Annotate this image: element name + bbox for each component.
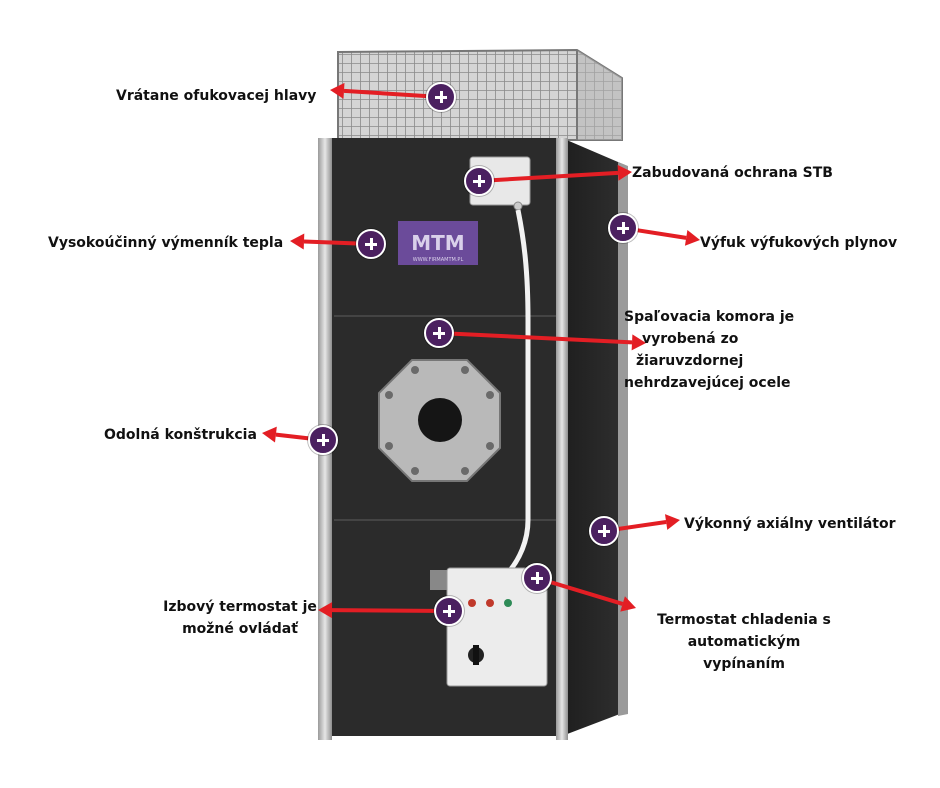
hotspot-stb[interactable] — [464, 166, 494, 196]
arrow-head — [343, 88, 442, 99]
blower-head-grille — [337, 48, 623, 141]
arrowhead-cooling — [620, 596, 636, 612]
hotspot-frame[interactable] — [308, 425, 338, 455]
label-exhaust: Výfuk výfukových plynov — [700, 235, 898, 251]
hotspot-blower-head[interactable] — [426, 82, 456, 112]
hotspot-exhaust[interactable] — [608, 213, 638, 243]
cable-conduit — [504, 209, 531, 577]
arrowhead-fan — [664, 514, 680, 530]
arrow-room — [331, 608, 450, 613]
hotspot-room-thermostat[interactable] — [434, 596, 464, 626]
label-cooling: Termostat chladenia s automatickým vypín… — [657, 612, 831, 672]
hotspot-fan[interactable] — [589, 516, 619, 546]
hotspot-exchanger[interactable] — [356, 229, 386, 259]
burner-flange — [378, 359, 501, 482]
logo-text: MTM — [411, 231, 464, 255]
arrow-stb — [478, 170, 619, 183]
arrowhead-exchanger — [290, 233, 305, 250]
label-room: Izbový termostat je možné ovládať — [163, 599, 317, 637]
label-chamber: Spaľovacia komora je vyrobená zo žiaruvz… — [624, 309, 795, 391]
label-exchanger: Vysokoúčinný výmenník tepla — [48, 235, 284, 251]
label-stb: Zabudovaná ochrana STB — [632, 165, 833, 181]
logo-subtext: WWW.FIRMAMTM.PL — [413, 257, 464, 263]
arrow-chamber — [438, 331, 633, 345]
arrowhead-frame — [262, 426, 277, 443]
callout-arrows — [262, 82, 700, 619]
arrowhead-room — [318, 602, 333, 619]
label-head: Vrátane ofukovacej hlavy — [116, 88, 317, 104]
label-frame: Odolná konštrukcia — [104, 427, 257, 443]
arrowhead-exhaust — [684, 229, 700, 246]
arrowhead-chamber — [631, 334, 646, 351]
hotspot-cooling-thermostat[interactable] — [522, 563, 552, 593]
arrowhead-head — [330, 82, 345, 99]
arrowhead-stb — [617, 164, 632, 181]
hotspot-combustion-chamber[interactable] — [424, 318, 454, 348]
mtm-logo: MTM WWW.FIRMAMTM.PL — [398, 221, 478, 265]
label-fan: Výkonný axiálny ventilátor — [684, 516, 896, 532]
control-box — [430, 567, 548, 687]
